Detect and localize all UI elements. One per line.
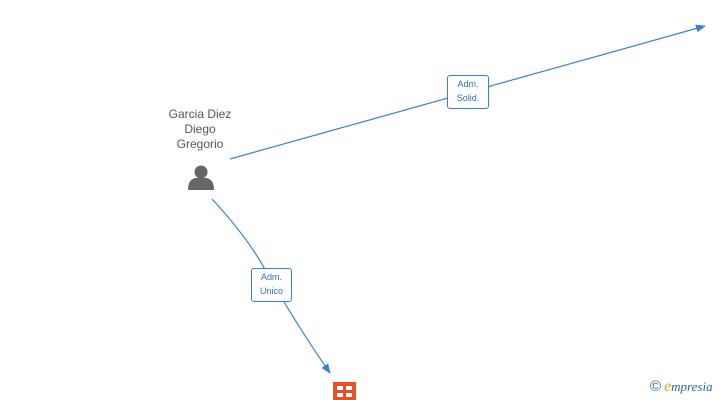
brand-rest: mpresia: [671, 379, 713, 394]
person-icon[interactable]: [188, 165, 214, 191]
edge-label-adm-solid: Adm. Solid.: [447, 75, 489, 109]
copyright-icon: ©: [650, 378, 662, 395]
brand-initial: e: [664, 378, 672, 395]
company-icon[interactable]: [333, 382, 356, 400]
person-name[interactable]: Garcia Diez Diego Gregorio: [168, 107, 232, 151]
empresia-watermark: ©empresia: [650, 378, 713, 396]
edge-label-adm-unico: Adm. Unico: [251, 268, 292, 302]
